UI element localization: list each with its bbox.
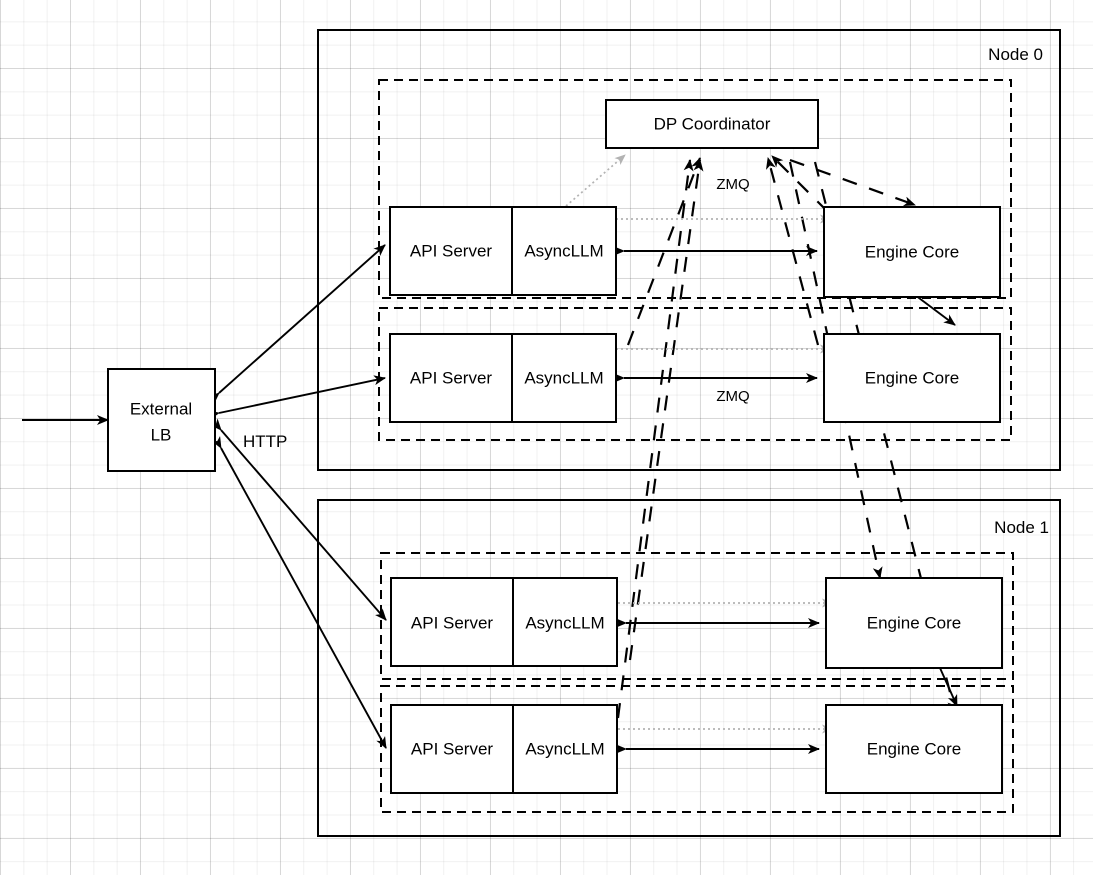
- lb-to-n1r0-api-server: [210, 418, 387, 621]
- lb-to-n0r1-api-server: [207, 375, 386, 421]
- zmq-dashed-n1r0-to-coordinator: [628, 159, 704, 661]
- external-lb-box[interactable]: [107, 368, 216, 472]
- zmq-n0r1-label: ZMQ: [716, 388, 749, 405]
- zmq-coordinator-label: ZMQ: [716, 176, 749, 193]
- n1r1-api-asyncllm-box[interactable]: [390, 704, 618, 794]
- n1r0-engine-to-n1r1-engine: [939, 667, 958, 707]
- n1r1-engine-core-box[interactable]: [825, 704, 1003, 794]
- n1r0-api-asyncllm-box[interactable]: [390, 577, 618, 667]
- coordinator-to-n0r0-engine: [789, 158, 916, 207]
- n1r0-asyncllm-label: AsyncLLM: [525, 613, 604, 632]
- n0r1-asyncllm-label: AsyncLLM: [524, 368, 603, 387]
- n0r1-api-asyncllm-box[interactable]: [389, 333, 617, 423]
- dp-coordinator-label: DP Coordinator: [654, 114, 771, 133]
- n0r1-engine-core-box[interactable]: [823, 333, 1001, 423]
- n1r0-engine-core-box[interactable]: [825, 577, 1003, 669]
- node-1-label: Node 1: [994, 518, 1049, 537]
- zmq-dashed-n0r0-engine-to-coordinator: [771, 155, 829, 213]
- n0r0-api-asyncllm-box[interactable]: [389, 206, 617, 296]
- n0r1-api-server-label: API Server: [410, 368, 493, 387]
- coordinator-to-n1r0-engine: [788, 161, 883, 579]
- n1r0-engine-core-label: Engine Core: [867, 613, 962, 632]
- node-0-label: Node 0: [988, 45, 1043, 64]
- n0r0-engine-core-label: Engine Core: [865, 242, 960, 261]
- n0r1-engine-core-label: Engine Core: [865, 368, 960, 387]
- n0r0-engine-core-box[interactable]: [823, 206, 1001, 298]
- n1r1-asyncllm-label: AsyncLLM: [525, 739, 604, 758]
- dp-coordinator-box[interactable]: [605, 99, 819, 149]
- lb-to-n1r1-api-server: [211, 435, 387, 749]
- n0r0-engine-to-n0r1-engine: [914, 294, 956, 326]
- dotted-n0r0-asyncllm-to-coordinator: [565, 154, 626, 207]
- n1r1-engine-core-label: Engine Core: [867, 739, 962, 758]
- http-label: HTTP: [243, 432, 287, 451]
- n0r0-asyncllm-label: AsyncLLM: [524, 241, 603, 260]
- node-1-replica-1-group: [380, 685, 1014, 813]
- external-lb-label-line2: LB: [151, 425, 172, 444]
- node-0-replica-0-group: [378, 79, 1012, 299]
- node-1-replica-0-group: [380, 552, 1014, 680]
- n1r1-api-server-label: API Server: [411, 739, 494, 758]
- n0r0-api-server-label: API Server: [410, 241, 493, 260]
- lb-to-n0r0-api-server: [207, 244, 386, 405]
- n1r0-api-server-label: API Server: [411, 613, 494, 632]
- external-lb-label-line1: External: [130, 399, 192, 418]
- zmq-dashed-n0r1-to-coordinator: [626, 157, 702, 346]
